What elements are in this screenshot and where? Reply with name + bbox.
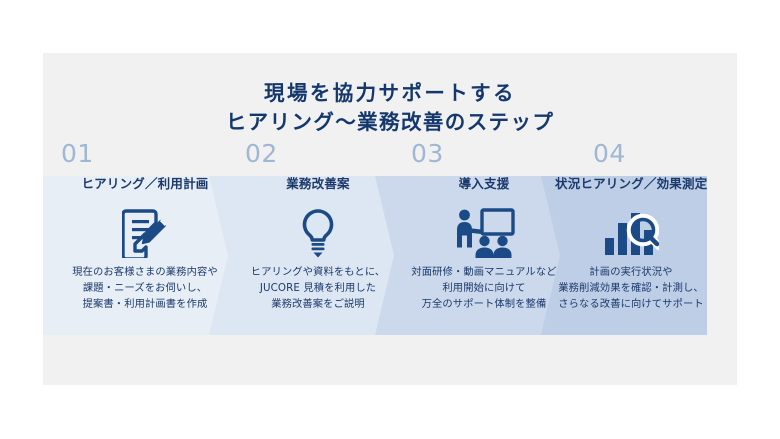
page-title: 現場を協力サポートする ヒアリング〜業務改善のステップ xyxy=(43,79,737,137)
step-item-01[interactable]: 01 ヒアリング／利用計画 現在のお客様さまの業務内容や 課題・ニーズを xyxy=(43,141,247,335)
steps-flow: 01 ヒアリング／利用計画 現在のお客様さまの業務内容や 課題・ニーズを xyxy=(43,141,737,335)
step-body-02: ヒアリングや資料をもとに、 JUCORE 見積を利用した 業務改善案をご説明 xyxy=(209,264,413,312)
step-body-line: 利用開始に向けて xyxy=(442,281,526,294)
step-body-line: 万全のサポート体制を整備 xyxy=(421,297,547,310)
title-line-2: ヒアリング〜業務改善のステップ xyxy=(225,110,555,134)
title-line-1: 現場を協力サポートする xyxy=(264,81,516,105)
step-body-line: 計画の実行状況や xyxy=(589,265,673,278)
step-body-line: ヒアリングや資料をもとに、 xyxy=(250,265,386,278)
chevron-shape-icon xyxy=(541,176,707,335)
step-item-02[interactable]: 02 業務改善案 ヒアリングや資料をもとに、 JUCORE 見積を利用した 業務… xyxy=(209,141,413,335)
chevron-shape-icon xyxy=(209,176,413,335)
step-body-01: 現在のお客様さまの業務内容や 課題・ニーズをお伺いし、 提案書・利用計画書を作成 xyxy=(43,264,247,312)
document-pencil-icon xyxy=(43,202,247,264)
step-body-04: 計画の実行状況や 業務削減効果を確認・計測し、 さらなる改善に向けてサポート xyxy=(541,264,707,312)
step-item-03[interactable]: 03 導入支援 対面研修・動画マニュアル xyxy=(375,141,579,335)
step-body-line: 課題・ニーズをお伺いし、 xyxy=(82,281,208,294)
step-body-line: 対面研修・動画マニュアルなど xyxy=(411,265,557,278)
step-body-line: さらなる改善に向けてサポート xyxy=(558,297,704,310)
step-number-03: 03 xyxy=(411,139,444,168)
step-item-04[interactable]: 04 状況ヒアリング／効果測定 計画の実 xyxy=(541,141,707,335)
step-body-line: 業務削減効果を確認・計測し、 xyxy=(558,281,704,294)
step-heading-04: 状況ヒアリング／効果測定 xyxy=(555,176,708,191)
step-number-01: 01 xyxy=(61,139,94,168)
lightbulb-icon xyxy=(209,202,413,264)
step-body-03: 対面研修・動画マニュアルなど 利用開始に向けて 万全のサポート体制を整備 xyxy=(375,264,579,312)
step-heading-01: ヒアリング／利用計画 xyxy=(81,176,209,191)
step-number-04: 04 xyxy=(593,139,626,168)
step-heading-02: 業務改善案 xyxy=(286,176,350,191)
step-panel-shape-02 xyxy=(209,176,413,335)
step-body-line: 業務改善案をご説明 xyxy=(271,297,365,310)
training-presentation-icon xyxy=(375,202,579,264)
step-body-line: 現在のお客様さまの業務内容や xyxy=(72,265,218,278)
step-heading-03: 導入支援 xyxy=(458,176,510,191)
step-body-line: JUCORE 見積を利用した xyxy=(259,281,377,294)
step-number-02: 02 xyxy=(245,139,278,168)
bar-chart-magnifier-icon xyxy=(541,202,707,264)
step-body-line: 提案書・利用計画書を作成 xyxy=(82,297,208,310)
step-panel-shape-04 xyxy=(541,176,707,335)
